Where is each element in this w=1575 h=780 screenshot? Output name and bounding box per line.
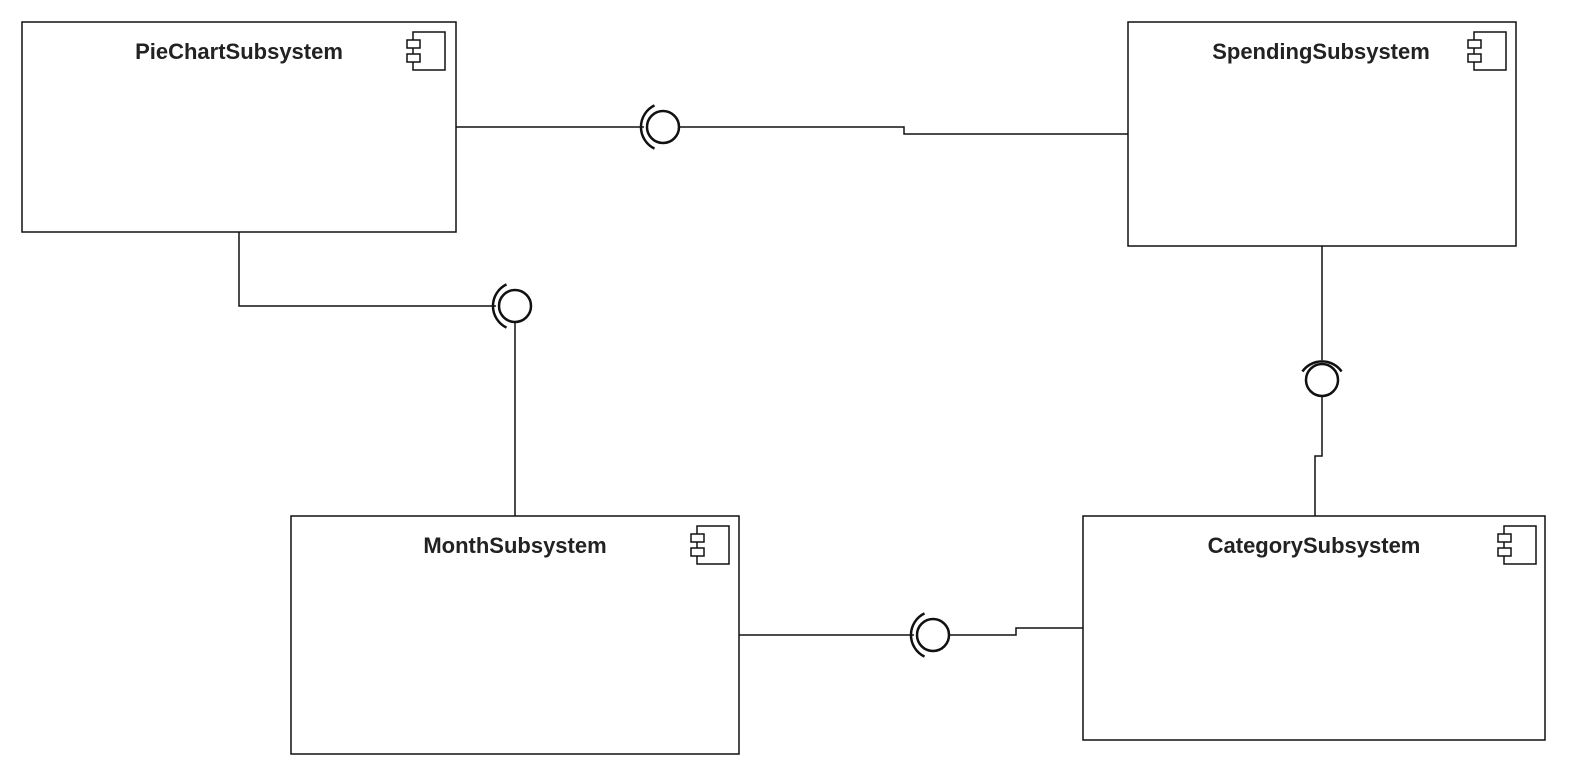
component-title: CategorySubsystem	[1208, 533, 1421, 558]
provided-interface-line	[949, 628, 1083, 635]
socket-icon	[1302, 361, 1341, 371]
socket-icon	[911, 613, 925, 656]
connector-piechart-spending[interactable]	[456, 105, 1128, 148]
component-box	[1083, 516, 1545, 740]
socket-icon	[641, 105, 655, 148]
component-month-subsystem[interactable]: MonthSubsystem	[291, 516, 739, 754]
component-icon	[1498, 526, 1536, 564]
provided-interface-line	[679, 127, 1128, 134]
component-icon	[1468, 32, 1506, 70]
component-title: PieChartSubsystem	[135, 39, 343, 64]
provided-interface-line	[1315, 396, 1322, 516]
connector-month-category[interactable]	[739, 613, 1083, 656]
ball-interface-icon	[1306, 364, 1338, 396]
socket-icon	[493, 284, 507, 327]
connector-spending-category[interactable]	[1302, 246, 1341, 516]
component-title: MonthSubsystem	[423, 533, 606, 558]
component-icon	[407, 32, 445, 70]
ball-interface-icon	[499, 290, 531, 322]
component-box	[22, 22, 456, 232]
component-icon	[691, 526, 729, 564]
ball-interface-icon	[917, 619, 949, 651]
component-title: SpendingSubsystem	[1212, 39, 1430, 64]
required-interface-line	[239, 232, 496, 306]
component-box	[1128, 22, 1516, 246]
ball-interface-icon	[647, 111, 679, 143]
component-spending-subsystem[interactable]: SpendingSubsystem	[1128, 22, 1516, 246]
connector-piechart-month[interactable]	[239, 232, 531, 516]
component-category-subsystem[interactable]: CategorySubsystem	[1083, 516, 1545, 740]
component-piechart-subsystem[interactable]: PieChartSubsystem	[22, 22, 456, 232]
